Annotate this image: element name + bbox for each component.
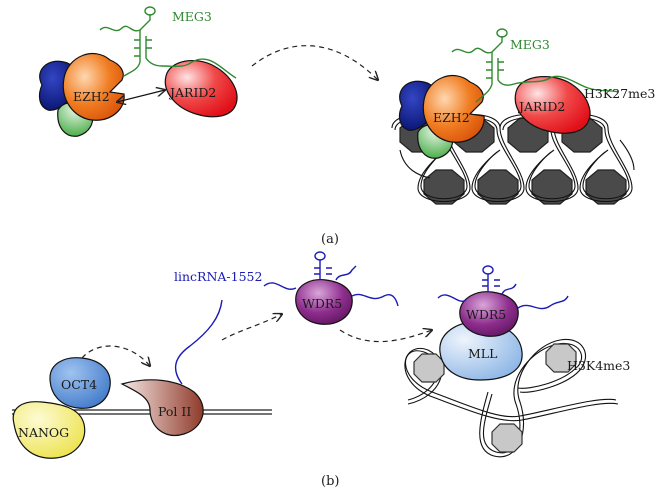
panel-a-label: (a) (321, 232, 339, 247)
ezh2-label-right: EZH2 (433, 110, 470, 125)
arrow-to-wdr5 (221, 314, 282, 341)
meg3-rna-left (99, 6, 237, 79)
ezh2-shape-left (62, 52, 125, 121)
lincrna-mid (263, 251, 399, 307)
transition-arrow-a (251, 45, 378, 80)
h3k27me3-label: H3K27me3 (584, 86, 655, 101)
pol2-shape (120, 379, 204, 436)
wdr5-shape-right (459, 291, 519, 337)
jarid2-shape-right (514, 75, 591, 134)
panel-a: EZH2 JARID2 MEG3 (38, 6, 655, 247)
jarid2-label-left: JARID2 (168, 85, 216, 100)
panel-b-label: (b) (321, 474, 339, 489)
nanog-label: NANOG (18, 425, 69, 440)
meg3-label-left: MEG3 (172, 9, 212, 24)
meg3-label-right: MEG3 (510, 37, 550, 52)
h3k4me3-label: H3K4me3 (567, 358, 630, 373)
mll-label: MLL (468, 346, 497, 361)
nanog-shape (12, 401, 86, 459)
nascent-lincrna (174, 299, 223, 385)
lincrna-label: lincRNA-1552 (174, 269, 262, 284)
wdr5-label-mid: WDR5 (302, 296, 342, 311)
wdr5-shape-mid (295, 279, 353, 325)
meg3-rna-right (451, 28, 619, 103)
jarid2-label-right: JARID2 (517, 99, 565, 114)
lincrna-right (437, 265, 569, 310)
oct4-shape (49, 357, 111, 409)
pol2-label: Pol II (158, 404, 191, 419)
interaction-arrow (117, 90, 165, 102)
mll-shape (439, 321, 523, 381)
ezh2-shape-right (422, 74, 485, 143)
arrow-to-mll (339, 330, 432, 343)
jarid2-shape-left (164, 59, 238, 118)
wdr5-label-right: WDR5 (466, 307, 506, 322)
nucleosomes-b (413, 343, 577, 453)
panel-b: NANOG OCT4 Pol II lincRNA-1552 WDR5 (12, 251, 630, 489)
oct4-label: OCT4 (61, 377, 97, 392)
ezh2-label-left: EZH2 (73, 89, 110, 104)
